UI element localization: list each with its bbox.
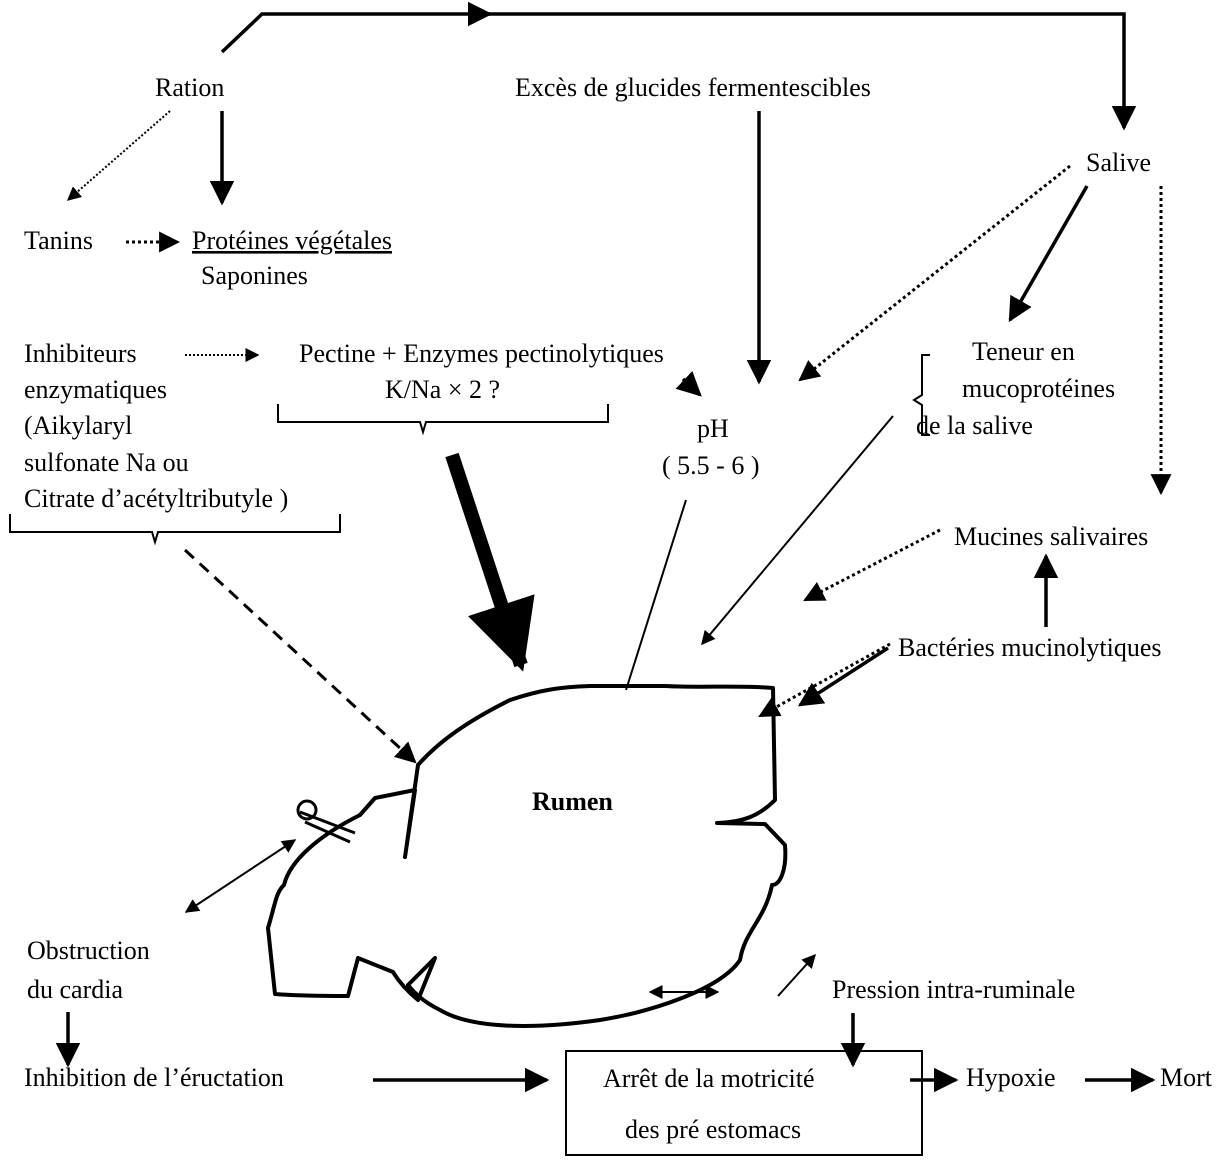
node-pectine-line2: K/Na × 2 ? <box>385 375 500 404</box>
node-inhibiteurs-line1: Inhibiteurs <box>24 339 137 368</box>
arrow-pression-up <box>777 953 816 997</box>
node-pectine-line1: Pectine + Enzymes pectinolytiques <box>299 339 664 368</box>
node-ph-line1: pH <box>697 414 729 443</box>
node-teneur-line2: mucoprotéines <box>962 374 1115 403</box>
arrow-ration-tanins <box>66 110 171 201</box>
node-teneur-line1: Teneur en <box>972 337 1075 366</box>
arrow-salive-teneur <box>1008 185 1089 323</box>
node-pression-intra-ruminale: Pression intra-ruminale <box>832 975 1075 1004</box>
node-inhibiteurs-line5: Citrate d’acétyltributyle ) <box>24 484 288 513</box>
brace-inhibiteurs <box>9 514 341 546</box>
arrow-inhibiteurs-rumen <box>183 548 417 764</box>
arrow-bacteries-rumen <box>797 646 889 707</box>
node-mucines-salivaires: Mucines salivaires <box>954 522 1148 551</box>
node-hypoxie: Hypoxie <box>966 1063 1056 1092</box>
node-saponines: Saponines <box>201 261 308 290</box>
node-arret-line1: Arrêt de la motricité <box>603 1064 815 1093</box>
node-obstruction-line2: du cardia <box>27 975 123 1004</box>
cardia-tube <box>299 810 356 835</box>
node-inhibiteurs-line3: (Aikylaryl <box>24 411 132 440</box>
node-inhibiteurs-line2: enzymatiques <box>24 375 167 404</box>
arrow-bacteries-rumen-dotted <box>758 642 891 718</box>
arrow-cardia-obstruction <box>184 839 297 913</box>
node-salive: Salive <box>1086 148 1151 177</box>
arrow-top-loop <box>220 12 1137 131</box>
node-bacteries-mucinolytiques: Bactéries mucinolytiques <box>898 633 1162 662</box>
arrow-pectine-ph <box>675 370 702 397</box>
brace-pectine <box>277 404 609 436</box>
cardia-icon <box>296 799 318 821</box>
node-tanins: Tanins <box>24 226 93 255</box>
arrow-pectine-rumen <box>445 452 535 672</box>
arrow-mucines-rumen <box>803 528 941 602</box>
node-ph-line2: ( 5.5 - 6 ) <box>662 451 759 480</box>
rumen-label: Rumen <box>532 787 613 816</box>
rumen-outline <box>266 684 788 1028</box>
node-proteines-vegetales: Protéines végétales <box>192 226 392 255</box>
node-teneur-line3: de la salive <box>916 411 1033 440</box>
node-mort: Mort <box>1160 1063 1213 1092</box>
node-arret-box <box>565 1050 923 1156</box>
node-ration: Ration <box>155 73 224 102</box>
node-exces-glucides: Excès de glucides fermentescibles <box>515 73 871 102</box>
node-obstruction-line1: Obstruction <box>27 936 150 965</box>
cardia-tube-lower <box>304 820 351 844</box>
node-arret-line2: des pré estomacs <box>625 1115 801 1144</box>
node-inhibiteurs-line4: sulfonate Na ou <box>24 448 189 477</box>
arrow-teneur-rumen <box>701 415 894 646</box>
node-inhibition-eructation: Inhibition de l’éructation <box>24 1063 284 1092</box>
arrow-ph-rumen <box>625 499 687 691</box>
brace-teneur <box>912 354 930 436</box>
